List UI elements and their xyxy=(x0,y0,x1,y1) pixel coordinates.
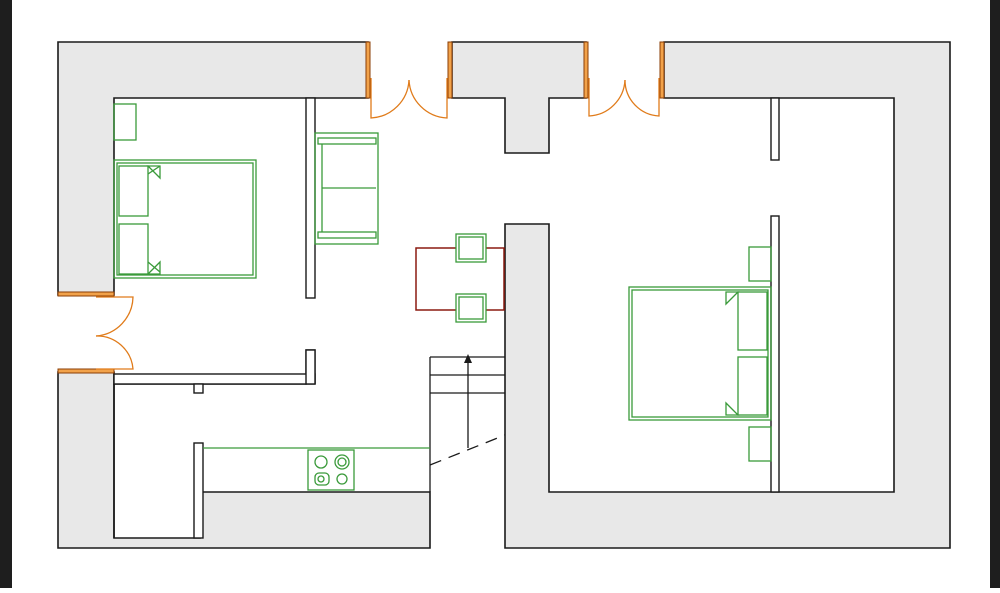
chair-1-seat xyxy=(458,236,484,260)
bed-right-pillow-2 xyxy=(737,356,768,416)
bed-right-corner-2 xyxy=(725,401,740,416)
partition-nib xyxy=(193,383,204,394)
door-left-frame-top xyxy=(57,291,115,297)
bed-left-fold-2 xyxy=(147,261,161,273)
bed-right-corner-1 xyxy=(725,291,740,306)
bed-left-corner-1 xyxy=(146,165,161,180)
partition-kitchen-wall xyxy=(113,373,316,385)
left-frame-edge xyxy=(0,0,12,588)
burner-2 xyxy=(334,454,350,470)
bed-left-frame xyxy=(113,159,257,279)
burner-4 xyxy=(336,473,348,485)
stair-arrow-head xyxy=(464,354,472,363)
partition-bath-upper xyxy=(770,97,780,161)
bed-left-pillow-2 xyxy=(118,223,149,275)
bed-right-inner xyxy=(631,289,769,418)
burner-3 xyxy=(314,472,330,486)
bed-left-corner-2 xyxy=(146,260,161,275)
nightstand-left-top xyxy=(113,103,137,141)
wall-top-right xyxy=(504,41,951,549)
nightstand-right-top xyxy=(748,246,772,282)
sofa-arm-bottom xyxy=(317,231,377,239)
door-left-swing-bottom xyxy=(95,335,134,370)
door-top1-frame-right xyxy=(447,41,453,99)
door-left-frame-bottom xyxy=(57,368,115,374)
burner-3-inner xyxy=(317,475,325,483)
door-top2-swing-right xyxy=(624,78,660,117)
door-top2-swing-left xyxy=(588,78,626,117)
burner-2-inner xyxy=(337,457,347,467)
door-top1-swing-right xyxy=(408,78,448,119)
partition-stub xyxy=(305,349,316,385)
stair-cut-line xyxy=(429,434,506,466)
nightstand-right-bottom xyxy=(748,426,772,462)
burner-1 xyxy=(314,455,328,469)
partition-living-left xyxy=(305,97,316,299)
right-frame-edge xyxy=(990,0,1000,588)
bed-left-inner xyxy=(116,162,254,276)
chair-2 xyxy=(455,293,487,323)
bed-right-pillow-1 xyxy=(737,291,768,351)
sofa-arm-top xyxy=(317,137,377,145)
door-top2-frame-right xyxy=(659,41,665,99)
door-top2-frame-left xyxy=(583,41,589,99)
chair-2-seat xyxy=(458,296,484,320)
bed-left-fold-1 xyxy=(147,165,161,175)
sofa-outer xyxy=(314,132,379,245)
wall-top-middle xyxy=(451,41,587,154)
door-top1-swing-left xyxy=(370,78,410,119)
cooktop xyxy=(307,449,355,491)
door-left-swing-top xyxy=(95,296,134,337)
chair-1 xyxy=(455,233,487,263)
partition-bath-lower xyxy=(770,215,780,493)
partition-kitchen-divider xyxy=(193,442,204,539)
door-top1-frame-left xyxy=(365,41,371,99)
bed-left-pillow-1 xyxy=(118,165,149,217)
bed-right-frame xyxy=(628,286,772,421)
